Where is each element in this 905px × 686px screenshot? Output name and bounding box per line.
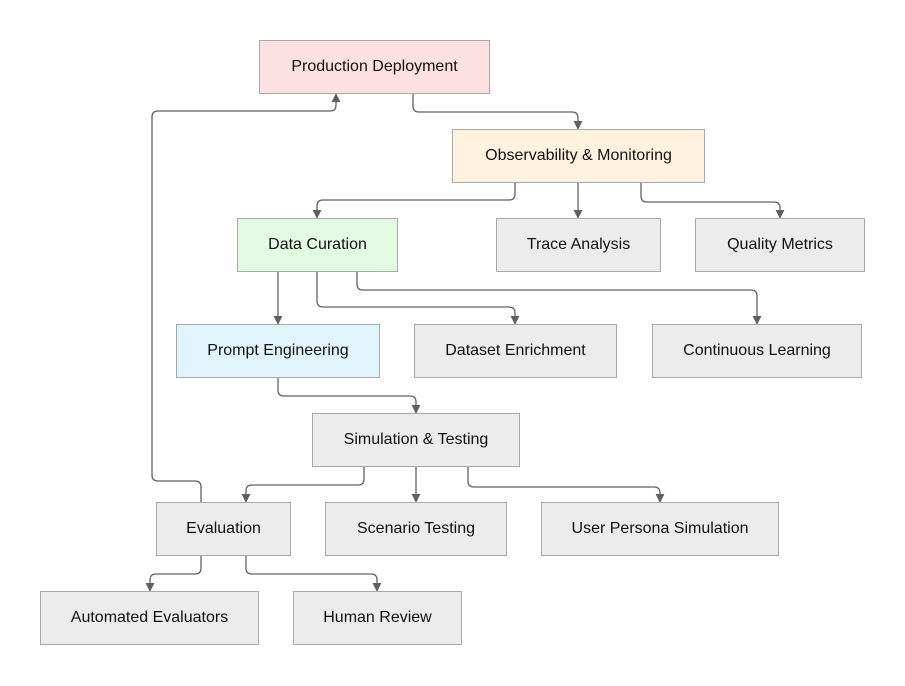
node-label: Trace Analysis <box>526 236 631 253</box>
node-continuous-learning: Continuous Learning <box>652 324 862 378</box>
node-data-curation: Data Curation <box>237 218 398 272</box>
node-evaluation: Evaluation <box>156 502 291 556</box>
node-prompt-engineering: Prompt Engineering <box>176 324 380 378</box>
edge-evaluation-to-human-review <box>245 556 382 592</box>
edge-production-deployment-to-observability-monitoring <box>412 94 583 130</box>
node-production-deployment: Production Deployment <box>259 40 490 94</box>
node-label: Prompt Engineering <box>207 342 349 359</box>
node-label: Simulation & Testing <box>343 431 489 448</box>
node-scenario-testing: Scenario Testing <box>325 502 507 556</box>
edge-data-curation-to-dataset-enrichment <box>316 272 520 325</box>
node-label: Evaluation <box>186 520 261 537</box>
edge-data-curation-to-continuous-learning <box>356 272 762 325</box>
node-dataset-enrichment: Dataset Enrichment <box>414 324 617 378</box>
node-trace-analysis: Trace Analysis <box>496 218 661 272</box>
node-automated-evaluators: Automated Evaluators <box>40 591 259 645</box>
node-label: Scenario Testing <box>357 520 475 537</box>
node-label: Automated Evaluators <box>70 609 229 626</box>
edge-evaluation-to-production-deployment <box>151 93 341 502</box>
node-label: Continuous Learning <box>683 342 831 359</box>
edge-simulation-testing-to-user-persona-simulation <box>467 467 665 503</box>
edge-prompt-engineering-to-simulation-testing <box>277 378 421 414</box>
node-human-review: Human Review <box>293 591 462 645</box>
edge-observability-monitoring-to-quality-metrics <box>640 183 785 219</box>
node-label: Observability & Monitoring <box>485 147 672 164</box>
node-user-persona-simulation: User Persona Simulation <box>541 502 779 556</box>
node-label: Data Curation <box>268 236 367 253</box>
node-observability-monitoring: Observability & Monitoring <box>452 129 705 183</box>
node-label: Dataset Enrichment <box>445 342 586 359</box>
node-label: Production Deployment <box>291 58 458 75</box>
node-label: Quality Metrics <box>727 236 833 253</box>
node-quality-metrics: Quality Metrics <box>695 218 865 272</box>
edge-evaluation-to-automated-evaluators <box>145 556 202 592</box>
edge-observability-monitoring-to-data-curation <box>312 183 516 219</box>
node-label: Human Review <box>323 609 432 626</box>
node-simulation-testing: Simulation & Testing <box>312 413 520 467</box>
edge-simulation-testing-to-evaluation <box>241 467 365 503</box>
node-label: User Persona Simulation <box>571 520 749 537</box>
